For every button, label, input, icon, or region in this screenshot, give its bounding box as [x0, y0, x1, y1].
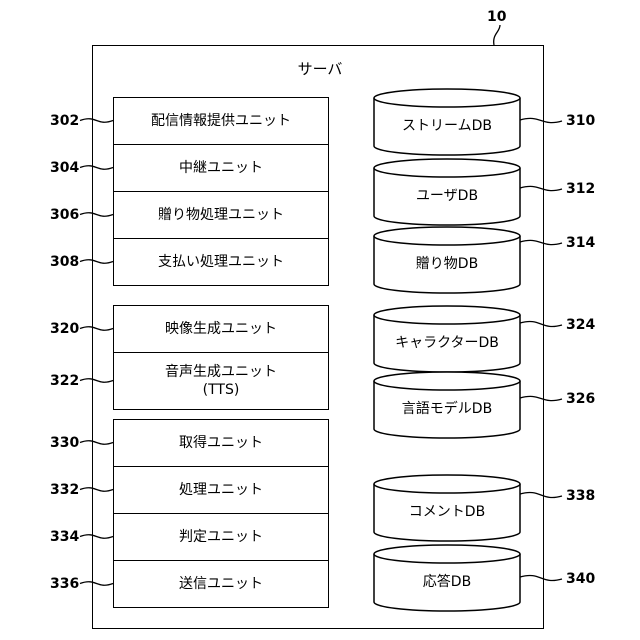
leader-line — [520, 492, 562, 497]
unit-reference-number: 332 — [50, 482, 79, 498]
database-label: 応答DB — [372, 573, 522, 591]
unit-label: 映像生成ユニット — [165, 320, 277, 338]
unit-label: 判定ユニット — [179, 528, 263, 546]
figure-ref-leader — [494, 25, 500, 45]
unit-box: 中継ユニット — [113, 144, 329, 191]
database-label: ストリームDB — [372, 117, 522, 135]
unit-reference-number: 306 — [50, 207, 79, 223]
database-reference-number: 312 — [566, 181, 595, 197]
database-label: 言語モデルDB — [372, 400, 522, 418]
leader-line — [520, 321, 562, 326]
unit-reference-number: 304 — [50, 160, 79, 176]
unit-reference-number: 308 — [50, 254, 79, 270]
leader-line — [80, 488, 113, 491]
unit-reference-number: 334 — [50, 529, 79, 545]
unit-box: 贈り物処理ユニット — [113, 191, 329, 238]
unit-label: 配信情報提供ユニット — [151, 112, 291, 130]
leader-line — [80, 582, 113, 585]
unit-box: 処理ユニット — [113, 466, 329, 513]
unit-label: 音声生成ユニット (TTS) — [165, 363, 277, 399]
unit-label: 中継ユニット — [179, 159, 263, 177]
unit-reference-number: 320 — [50, 321, 79, 337]
database-label: ユーザDB — [372, 187, 522, 205]
database-label: 贈り物DB — [372, 255, 522, 273]
database-label: キャラクターDB — [372, 334, 522, 352]
leader-line — [520, 240, 562, 244]
unit-box: 判定ユニット — [113, 513, 329, 560]
database-reference-number: 314 — [566, 235, 595, 251]
unit-box: 配信情報提供ユニット — [113, 97, 329, 144]
unit-label: 支払い処理ユニット — [158, 253, 284, 271]
leader-line — [80, 213, 113, 216]
unit-box: 取得ユニット — [113, 419, 329, 466]
unit-box: 映像生成ユニット — [113, 305, 329, 352]
database-reference-number: 340 — [566, 571, 595, 587]
unit-reference-number: 302 — [50, 113, 79, 129]
database-label: コメントDB — [372, 503, 522, 521]
leader-line — [80, 166, 113, 169]
leader-line — [80, 535, 113, 538]
database-reference-number: 310 — [566, 113, 595, 129]
database-reference-number: 326 — [566, 391, 595, 407]
unit-label: 取得ユニット — [179, 434, 263, 452]
unit-reference-number: 336 — [50, 576, 79, 592]
unit-reference-number: 330 — [50, 435, 79, 451]
unit-box: 音声生成ユニット (TTS) — [113, 352, 329, 410]
unit-label: 処理ユニット — [179, 481, 263, 499]
unit-box: 送信ユニット — [113, 560, 329, 608]
leader-line — [520, 186, 562, 190]
unit-label: 贈り物処理ユニット — [158, 206, 284, 224]
unit-reference-number: 322 — [50, 373, 79, 389]
leader-line — [80, 119, 113, 122]
leader-line — [520, 575, 562, 580]
unit-label: 送信ユニット — [179, 575, 263, 593]
leader-line — [520, 118, 562, 122]
leader-line — [80, 379, 113, 382]
database-reference-number: 324 — [566, 317, 595, 333]
leader-line — [520, 396, 562, 400]
leader-line — [80, 260, 113, 263]
leader-line — [80, 441, 113, 444]
leader-line — [80, 327, 113, 330]
unit-box: 支払い処理ユニット — [113, 238, 329, 286]
database-reference-number: 338 — [566, 488, 595, 504]
